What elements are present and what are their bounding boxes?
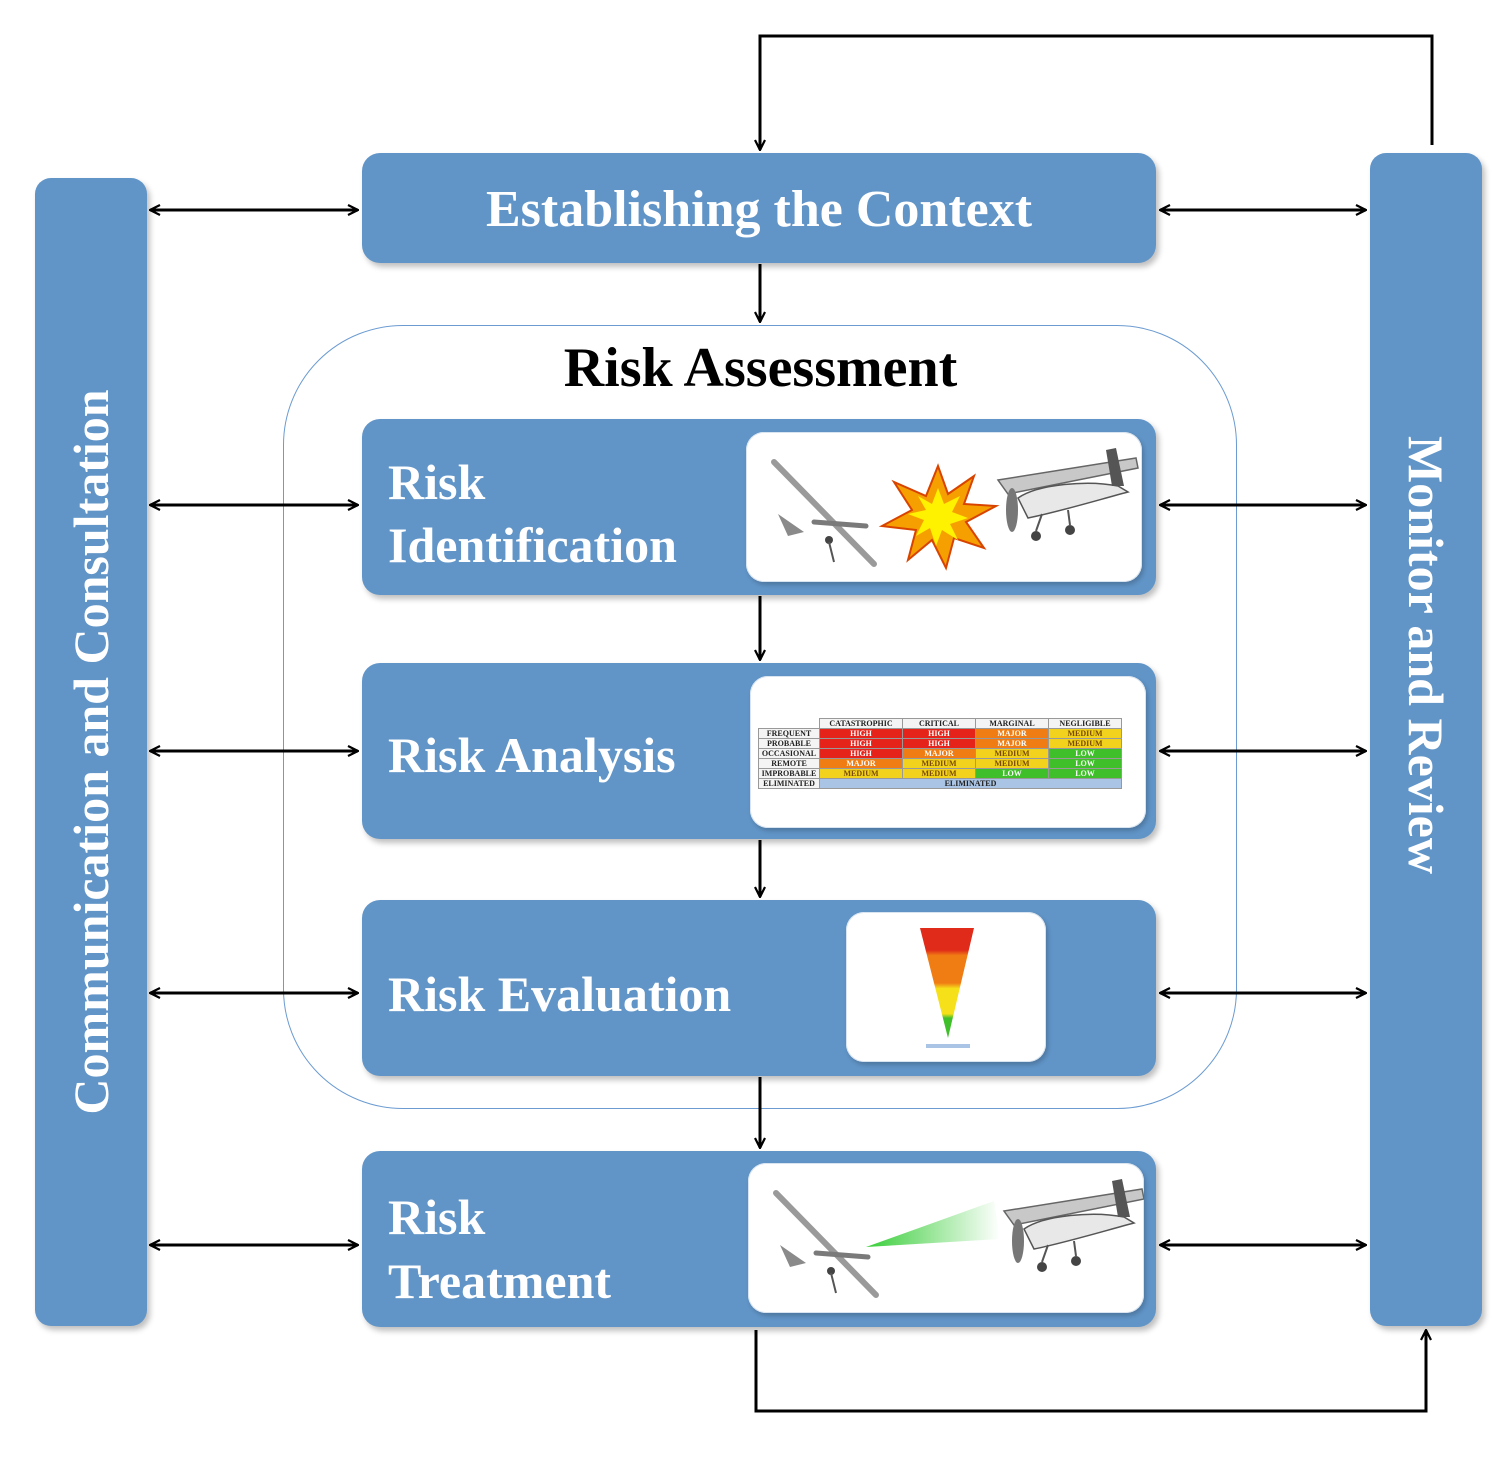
uav-icon bbox=[771, 459, 877, 567]
risk-evaluation-box[interactable]: Risk Evaluation bbox=[362, 900, 1156, 1076]
risk-identification-line1: Risk bbox=[388, 454, 486, 510]
risk-identification-box[interactable]: Risk Identification bbox=[362, 419, 1156, 595]
risk-funnel-illustration bbox=[920, 928, 974, 1048]
aircraft-icon bbox=[996, 448, 1139, 541]
avoidance-illustration bbox=[773, 1179, 1144, 1298]
monitor-review-bar[interactable]: Monitor and Review bbox=[1370, 153, 1482, 1326]
collision-illustration-panel bbox=[746, 432, 1142, 582]
sensor-beam bbox=[866, 1201, 1000, 1247]
risk-analysis-box[interactable]: Risk Analysis CATASTROPHIC CRITICAL MARG… bbox=[362, 663, 1156, 839]
establishing-context-box[interactable]: Establishing the Context bbox=[362, 153, 1156, 263]
risk-treatment-box[interactable]: Risk Treatment bbox=[362, 1151, 1156, 1327]
explosion-icon bbox=[878, 463, 1000, 571]
risk-treatment-line2: Treatment bbox=[388, 1253, 612, 1309]
avoidance-illustration-panel bbox=[748, 1163, 1144, 1313]
aircraft-icon bbox=[1002, 1179, 1144, 1272]
risk-matrix-panel: CATASTROPHIC CRITICAL MARGINAL NEGLIGIBL… bbox=[750, 676, 1146, 828]
risk-analysis-label: Risk Analysis bbox=[388, 727, 676, 783]
establishing-context-label: Establishing the Context bbox=[485, 181, 1033, 238]
communication-consultation-bar[interactable]: Communication and Consultation bbox=[35, 178, 147, 1326]
risk-funnel-panel bbox=[846, 912, 1046, 1062]
feedback-arrow-bottom bbox=[754, 1330, 1426, 1413]
risk-treatment-line1: Risk bbox=[388, 1189, 486, 1245]
collision-illustration bbox=[771, 448, 1139, 571]
feedback-arrow-top bbox=[760, 34, 1434, 150]
matrix-cell-eliminated: ELIMINATED bbox=[819, 778, 1122, 789]
risk-funnel-shape bbox=[920, 928, 974, 1038]
risk-identification-label: Risk Identification bbox=[388, 451, 677, 577]
risk-assessment-title: Risk Assessment bbox=[563, 337, 958, 399]
risk-treatment-label: Risk Treatment bbox=[388, 1185, 611, 1313]
risk-funnel-base bbox=[926, 1044, 970, 1048]
risk-matrix-table: CATASTROPHIC CRITICAL MARGINAL NEGLIGIBL… bbox=[758, 718, 1122, 789]
risk-evaluation-label: Risk Evaluation bbox=[388, 966, 732, 1022]
uav-icon bbox=[773, 1190, 879, 1298]
risk-identification-line2: Identification bbox=[388, 517, 677, 573]
